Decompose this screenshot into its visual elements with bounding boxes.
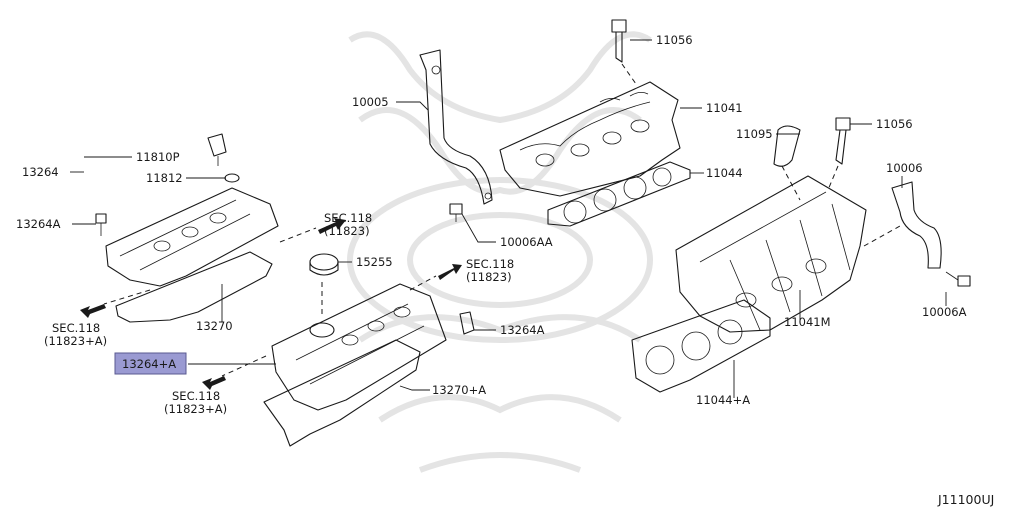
connect-line-sec118-bottom [221,355,267,377]
bolt-11056-top[interactable] [611,19,637,85]
gasket-13270a[interactable] [263,339,421,447]
rocker-cover-13264[interactable] [105,187,279,287]
label-11044[interactable]: 11044 [706,166,743,180]
label-sec118-mid-line1[interactable]: SEC.118 [466,257,514,271]
head-gasket-11044[interactable] [547,161,691,227]
cylinder-head-11041[interactable] [499,81,681,197]
connect-line-sec118-left [103,289,151,305]
oring-11812[interactable] [224,173,240,183]
label-sec118-bottom-line1[interactable]: SEC.118 [172,389,220,403]
arrow-sec118-left-icon [80,304,106,318]
label-13264a-selected[interactable]: 13264+A [122,357,176,371]
dowel-11095[interactable] [773,125,801,201]
arrow-sec118-top-icon [318,218,346,234]
label-11056-top[interactable]: 11056 [656,33,693,47]
label-10005[interactable]: 10005 [352,95,389,109]
connect-line-sec118-mid [409,275,437,291]
oil-filler-cap-15255[interactable] [309,253,339,318]
cylinder-head-11041m[interactable] [675,175,867,333]
label-11810p[interactable]: 11810P [136,150,180,164]
selected-part-highlight[interactable] [114,352,187,375]
label-10006a[interactable]: 10006A [922,305,967,319]
bolt-10006a[interactable] [945,271,971,287]
label-sec118-top-line1[interactable]: SEC.118 [324,211,372,225]
arrow-sec118-bottom-icon [202,376,226,390]
label-11041[interactable]: 11041 [706,101,743,115]
leader-lines [70,39,947,398]
label-sec118-left-line1[interactable]: SEC.118 [52,321,100,335]
label-13270[interactable]: 13270 [196,319,233,333]
label-sec118-top-line2[interactable]: (11823) [324,224,370,238]
label-sec118-left-line2[interactable]: (11823+A) [44,334,107,348]
label-10006aa[interactable]: 10006AA [500,235,553,249]
label-11044a[interactable]: 11044+A [696,393,750,407]
label-11812[interactable]: 11812 [146,171,183,185]
bolt-13264a-left[interactable] [95,213,107,236]
label-10006[interactable]: 10006 [886,161,923,175]
label-sec118-bottom-line2[interactable]: (11823+A) [164,402,227,416]
gasket-13270[interactable] [115,251,273,323]
head-gasket-11044a[interactable] [631,299,771,393]
label-11095[interactable]: 11095 [736,127,773,141]
label-13264[interactable]: 13264 [22,165,59,179]
bolt-11056-right[interactable] [827,117,851,191]
label-13264a-left[interactable]: 13264A [16,217,61,231]
bolt-10006aa[interactable] [449,203,463,222]
connect-line-sec118-top [279,227,317,243]
rocker-cover-13264a[interactable] [271,283,447,411]
label-15255[interactable]: 15255 [356,255,393,269]
bracket-10006[interactable] [863,181,942,269]
label-13264a-mid[interactable]: 13264A [500,323,545,337]
watermark-emblem [347,31,653,473]
arrow-sec118-mid-icon [438,264,462,280]
label-11041m[interactable]: 11041M [784,315,831,329]
diagram-code: J11100UJ [937,492,994,507]
pcv-valve-11810p[interactable] [207,133,227,166]
label-13270a[interactable]: 13270+A [432,383,486,397]
bracket-10005[interactable] [419,49,493,205]
label-sec118-mid-line2[interactable]: (11823) [466,270,512,284]
label-11056-right[interactable]: 11056 [876,117,913,131]
